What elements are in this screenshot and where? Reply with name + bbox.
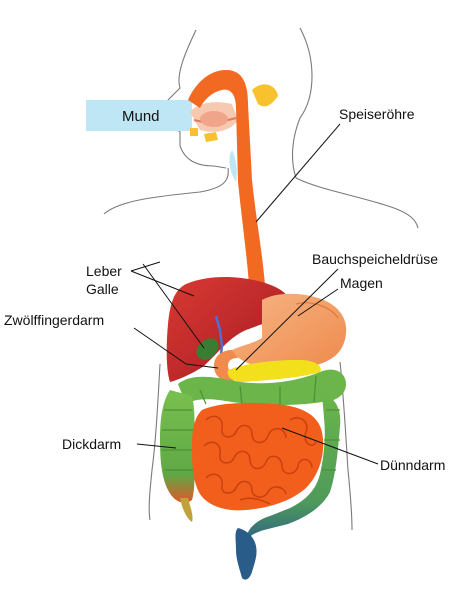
leader-duenndarm [281,427,379,465]
leader-galle [142,263,205,349]
leader-lines [130,123,379,465]
back-of-head-outline [291,27,313,179]
small-intestine-loops [203,415,317,505]
sublingual-gland [204,132,218,142]
left-waist-outline [148,363,161,521]
esophagus [188,70,266,326]
leader-dickdarm [136,443,177,449]
dickdarm-label: Dickdarm [62,436,121,452]
appendix [180,498,193,522]
leader-zwoelffingerdarm [133,327,187,365]
leader-leber-b [130,261,161,272]
right-shoulder-outline [295,177,419,229]
left-shoulder-outline [103,167,229,215]
stomach [232,293,347,369]
rectum [235,528,257,580]
leber-label: Leber [86,263,122,279]
speiseroehre-label: Speiseröhre [339,106,415,122]
gallbladder [196,338,219,360]
leader-speiseroehre [255,123,341,223]
small-intestine [192,402,324,511]
leader-leber-a [130,270,195,297]
pharynx-shade [229,150,237,182]
leader-bauchspeicheldruese [235,268,339,371]
mouth-cavity [190,102,238,132]
duenndarm-label: Dünndarm [380,457,445,473]
liver [166,277,288,382]
leader-zwoelffingerdarm-b [185,363,219,369]
leader-magen [297,288,339,317]
magen-label: Magen [340,275,383,291]
colon-haustra [162,375,340,471]
mund-label-box [86,100,192,131]
submandibular-gland [190,128,198,136]
tongue [200,111,228,127]
pancreas [227,360,321,382]
large-intestine-transverse [178,369,346,405]
parotid-gland [252,84,278,107]
bauchspeicheldruese-label: Bauchspeicheldrüse [312,251,438,267]
large-intestine-ascending [160,390,195,503]
galle-label: Galle [86,281,119,297]
zwoelffingerdarm-label: Zwölffingerdarm [4,312,104,328]
mund-label: Mund [122,108,160,125]
